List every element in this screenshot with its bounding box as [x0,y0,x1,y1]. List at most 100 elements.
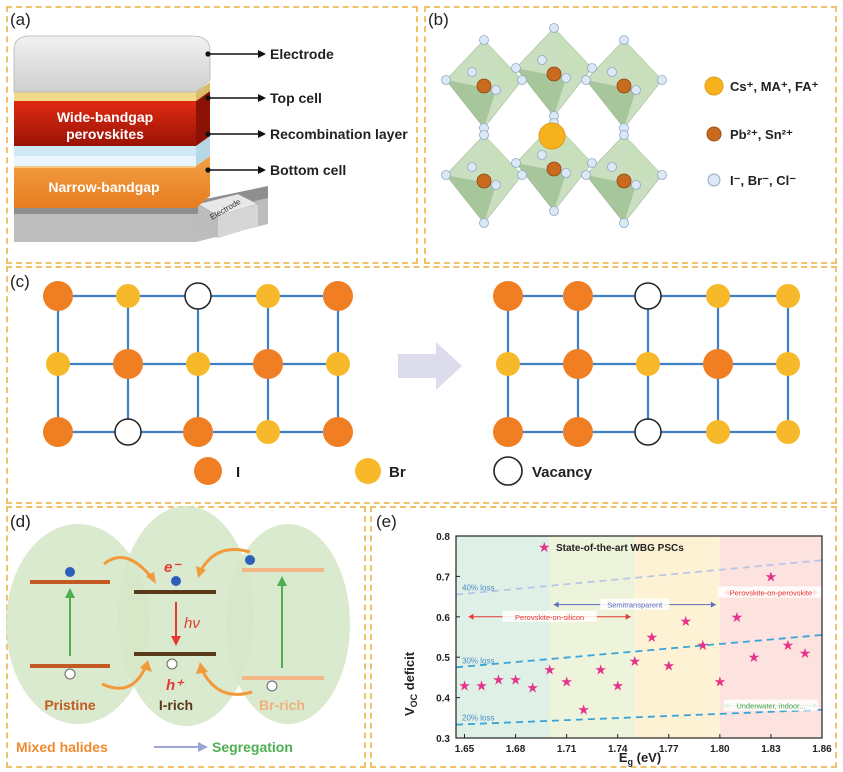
bromide-site [706,284,730,308]
x-site-ion [511,158,521,168]
bromide-site [46,352,70,376]
x-site-ion [587,63,597,73]
octahedron-face [554,28,592,78]
ion-layer [441,23,667,228]
data-point: ★ [577,702,590,718]
y-tick-label: 0.7 [436,572,450,583]
bromide-site [776,352,800,376]
data-point: ★ [560,673,573,689]
region-label-bg [723,699,819,711]
iodide-site [323,417,353,447]
b-site-ion [616,78,632,94]
iodide-site [493,281,523,311]
x-site-ion [479,130,489,140]
region-arrowhead [625,613,631,620]
irich-region [118,506,254,726]
x-site-ion [619,130,629,140]
bromide-site [186,352,210,376]
region-label: Semitransparent [607,601,663,610]
chart-xlabel: Eg (eV) [619,750,661,767]
y-tick-label: 0.8 [436,532,450,543]
loss-line-label: 20% loss [462,714,494,723]
legend-vacancy-text: Vacancy [532,464,593,481]
panel-d-diagram: e⁻ hν h⁺ Pristine I-rich Br-rich Mixed h… [6,506,350,755]
data-point: ★ [645,629,658,645]
brrich-region [226,524,350,724]
state-irich: I-rich [159,697,193,713]
data-point: ★ [697,637,710,653]
x-tick-label: 1.65 [455,744,475,755]
legend-a-site-marker [704,76,724,96]
bromide-site [116,284,140,308]
b-site-ion [616,173,632,189]
legend-b-site-marker [706,126,722,142]
panel-b-frame [424,6,837,264]
data-point: ★ [509,671,522,687]
data-point: ★ [492,671,505,687]
legend-i-marker [194,457,222,485]
iodide-site [43,417,73,447]
panel-a-label: (a) [10,10,31,29]
region-arrowhead [468,613,474,620]
x-site-ion [631,85,641,95]
x-tick-label: 1.68 [506,744,526,755]
region-arrowhead [710,601,716,608]
data-point: ★ [714,673,727,689]
x-tick-label: 1.86 [812,744,832,755]
loss-line [455,708,823,726]
x-site-ion [491,85,501,95]
data-point: ★ [663,657,676,673]
bromide-site [776,284,800,308]
x-site-ion [441,75,451,85]
lattice-right [493,281,800,447]
x-site-ion [467,162,477,172]
data-point: ★ [611,677,624,693]
panel-d-label: (d) [10,512,31,531]
mixed-halides-text: Mixed halides [16,739,108,755]
x-site-ion [607,67,617,77]
octahedron-face [484,135,522,185]
data-point: ★ [799,645,812,661]
x-site-ion [561,168,571,178]
data-point: ★ [731,609,744,625]
legend-vacancy-marker [493,456,523,486]
data-point: ★ [475,677,488,693]
panel-c-frame [6,266,837,504]
region-label: Perovskite-on-perovskite [730,589,813,598]
panel-c-label: (c) [10,272,30,291]
y-tick-label: 0.6 [436,613,450,624]
x-site-ion [619,218,629,228]
octahedron-face [624,135,662,185]
y-tick-label: 0.5 [436,653,450,664]
legend-br-marker [355,458,381,484]
panel-c-diagram: I Br Vacancy [43,281,800,486]
region-arrowhead [553,601,559,608]
x-tick-label: 1.71 [557,744,577,755]
data-point: ★ [594,661,607,677]
layer-wide-line2: perovskites [66,126,144,142]
legend-x-site-marker [707,173,721,187]
chart-band [549,536,635,738]
bromide-site [256,284,280,308]
legend-a-site-text: Cs⁺, MA⁺, FA⁺ [730,79,819,94]
hole-label: h⁺ [166,677,185,694]
segregation-arrow-icon [198,742,208,752]
x-site-ion [549,206,559,216]
panel-a-diagram: Electrode Top cell Recombination layer B… [13,35,408,242]
bromide-site [496,352,520,376]
chart-legend-text: State-of-the-art WBG PSCs [556,543,684,554]
iodide-site [183,417,213,447]
region-label: Underwater, indoor... [736,702,805,711]
iodide-site [563,417,593,447]
vacancy-site [634,418,662,446]
x-site-ion [657,75,667,85]
x-site-ion [631,180,641,190]
x-site-ion [441,170,451,180]
data-point: ★ [526,680,539,696]
electron-label: e⁻ [164,559,182,576]
data-point: ★ [543,661,556,677]
iodide-site [113,349,143,379]
x-site-ion [479,35,489,45]
x-site-ion [479,218,489,228]
